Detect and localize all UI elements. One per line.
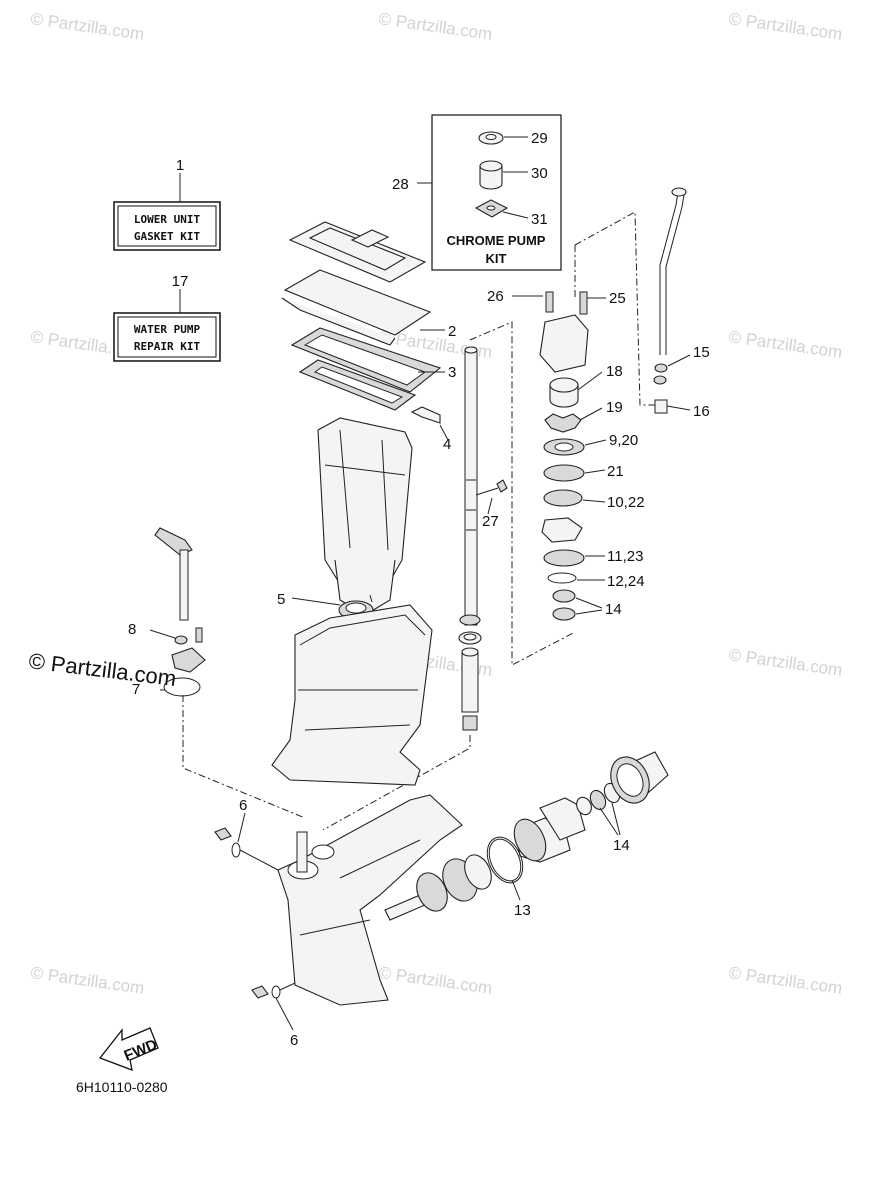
upper-casing: [317, 417, 413, 616]
callout-21: 21: [607, 463, 624, 480]
watermark: © Partzilla.com: [377, 9, 493, 44]
chrome-kit-line2: KIT: [486, 251, 507, 266]
callout-numbers: 1 17 2 3 4 5 6 6 7 8 9,20 10,22 11,23 12…: [128, 130, 710, 1049]
watermark: © Partzilla.com: [29, 963, 145, 998]
callout-3: 3: [448, 364, 456, 381]
gasket-kit-line1: LOWER UNIT: [134, 213, 201, 226]
callout-5: 5: [277, 591, 285, 608]
extension-case: [271, 604, 433, 786]
gasket-kit-label: LOWER UNIT GASKET KIT: [113, 173, 221, 251]
diagram-code: 6H10110-0280: [76, 1079, 168, 1095]
callout-8: 8: [128, 621, 136, 638]
fwd-arrow: FWD: [98, 1027, 160, 1072]
watermark: © Partzilla.com: [727, 645, 843, 680]
callout-2: 2: [448, 323, 456, 340]
callout-29: 29: [531, 130, 548, 147]
water-pump-kit-label: WATER PUMP REPAIR KIT: [113, 289, 221, 362]
drain-plugs: [214, 812, 296, 1031]
callout-15: 15: [693, 344, 710, 361]
callout-14-lower: 14: [613, 837, 630, 854]
watermark-bold: © Partzilla.com: [27, 648, 177, 691]
callout-17: 17: [172, 273, 189, 290]
water-pump-kit-line1: WATER PUMP: [134, 323, 201, 336]
callout-26: 26: [487, 288, 504, 305]
callout-30: 30: [531, 165, 548, 182]
callout-25: 25: [609, 290, 626, 307]
prop-shaft-assembly: [384, 751, 669, 921]
callout-1: 1: [176, 157, 184, 174]
leaders: [369, 594, 621, 836]
assembly-lines: [182, 211, 660, 831]
watermark: © Partzilla.com: [727, 963, 843, 998]
callout-6-top: 6: [239, 797, 247, 814]
gasket-stack: [281, 221, 449, 441]
watermark: © Partzilla.com: [377, 963, 493, 998]
callout-27: 27: [482, 513, 499, 530]
water-pump-stack: [512, 291, 607, 621]
shift-rod-assembly: [149, 527, 206, 697]
water-pump-kit-line2: REPAIR KIT: [134, 340, 201, 353]
callout-4: 4: [443, 436, 451, 453]
chrome-pump-kit-box: CHROME PUMP KIT: [417, 114, 562, 271]
callout-7: 7: [132, 681, 140, 698]
gear-case: [277, 794, 463, 1006]
callout-31: 31: [531, 211, 548, 228]
callout-11-23: 11,23: [607, 548, 643, 565]
callout-16: 16: [693, 403, 710, 420]
callout-13: 13: [514, 902, 531, 919]
watermark: © Partzilla.com: [727, 9, 843, 44]
callout-18: 18: [606, 363, 623, 380]
callout-6-bottom: 6: [290, 1032, 298, 1049]
watermark: © Partzilla.com: [727, 327, 843, 362]
drive-shaft: [458, 346, 508, 731]
water-tube: [653, 187, 691, 414]
seal-5: [291, 597, 374, 620]
callout-9-20: 9,20: [609, 432, 638, 449]
watermark: © Partzilla.com: [29, 9, 145, 44]
chrome-kit-line1: CHROME PUMP: [447, 233, 546, 248]
callout-14-upper: 14: [605, 601, 622, 618]
o-ring-13: [486, 836, 524, 901]
callout-12-24: 12,24: [607, 573, 645, 590]
watermarks: © Partzilla.com © Partzilla.com © Partzi…: [27, 9, 843, 998]
callout-10-22: 10,22: [607, 494, 645, 511]
callout-28: 28: [392, 176, 409, 193]
gasket-kit-line2: GASKET KIT: [134, 230, 201, 243]
callout-19: 19: [606, 399, 623, 416]
